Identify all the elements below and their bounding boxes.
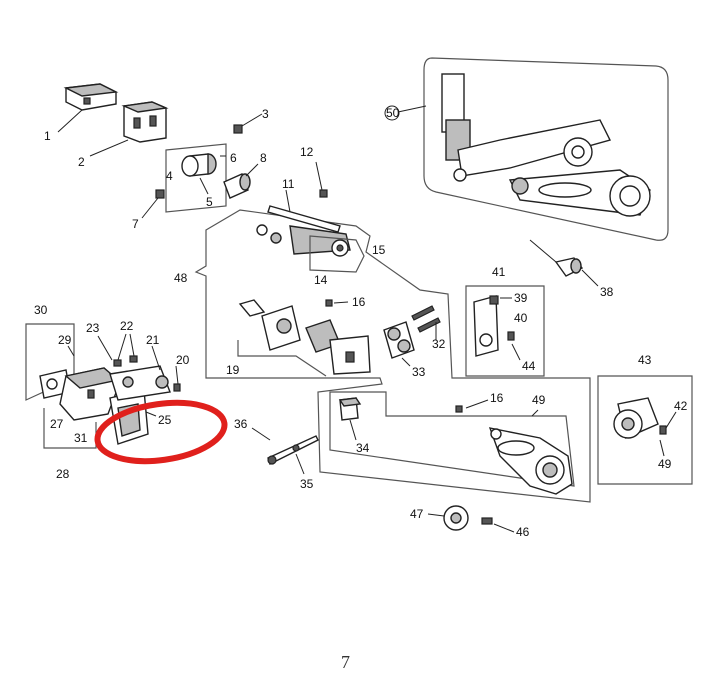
label-7: 7 <box>132 217 139 231</box>
label-47: 47 <box>410 507 424 521</box>
label-22: 22 <box>120 319 134 333</box>
label-29: 29 <box>58 333 72 347</box>
label-16-lower: 16 <box>490 391 504 405</box>
label-25: 25 <box>158 413 172 427</box>
label-41: 41 <box>492 265 506 279</box>
part-1-block <box>63 83 119 111</box>
label-36: 36 <box>234 417 248 431</box>
part-43-cam <box>613 397 667 439</box>
label-34: 34 <box>356 441 370 455</box>
label-27: 27 <box>50 417 64 431</box>
label-50: 50 <box>386 106 400 120</box>
part-2-block <box>121 101 169 143</box>
label-42: 42 <box>674 399 688 413</box>
part-44-bracket <box>473 295 515 357</box>
part-22-screws <box>113 333 138 367</box>
label-6: 6 <box>230 151 237 165</box>
label-23: 23 <box>86 321 100 335</box>
label-38: 38 <box>600 285 614 299</box>
label-32: 32 <box>432 337 446 351</box>
part-47-collar <box>443 505 493 531</box>
label-1: 1 <box>44 129 51 143</box>
part-49-arm <box>488 427 573 495</box>
label-30: 30 <box>34 303 48 317</box>
label-3: 3 <box>262 107 269 121</box>
label-33: 33 <box>412 365 426 379</box>
part-35-rod <box>267 435 319 465</box>
label-8: 8 <box>260 151 267 165</box>
red-highlight-circle <box>94 399 228 465</box>
part-11-shaft <box>256 205 351 257</box>
part-3-screw <box>233 124 243 134</box>
label-31: 31 <box>74 431 88 445</box>
label-48: 48 <box>174 271 188 285</box>
part-8-bushing <box>223 173 251 199</box>
assembly-inset <box>423 57 669 241</box>
label-40: 40 <box>514 311 528 325</box>
label-15: 15 <box>372 243 386 257</box>
label-14: 14 <box>314 273 328 287</box>
part-31-plate <box>59 367 121 421</box>
label-44: 44 <box>522 359 536 373</box>
label-2: 2 <box>78 155 85 169</box>
part-12-screw <box>319 189 328 198</box>
label-35: 35 <box>300 477 314 491</box>
label-11: 11 <box>282 177 295 191</box>
label-19: 19 <box>226 363 240 377</box>
part-33-link <box>383 305 441 359</box>
label-46: 46 <box>516 525 530 539</box>
part-5-sleeve <box>181 153 217 177</box>
label-28: 28 <box>56 467 70 481</box>
label-21: 21 <box>146 333 160 347</box>
label-43: 43 <box>638 353 652 367</box>
label-49-lower: 49 <box>532 393 546 407</box>
label-20: 20 <box>176 353 190 367</box>
part-38-pin <box>529 239 584 277</box>
label-16-upper: 16 <box>352 295 366 309</box>
part-34-block <box>338 397 362 421</box>
label-49-box: 49 <box>658 457 672 471</box>
part-7-screw <box>155 189 165 199</box>
page-number: 7 <box>341 652 350 672</box>
label-5: 5 <box>206 195 213 209</box>
part-19-clamp <box>238 299 371 375</box>
label-4: 4 <box>166 169 173 183</box>
label-39: 39 <box>514 291 528 305</box>
part-25-bracket <box>109 365 171 445</box>
label-12: 12 <box>300 145 314 159</box>
